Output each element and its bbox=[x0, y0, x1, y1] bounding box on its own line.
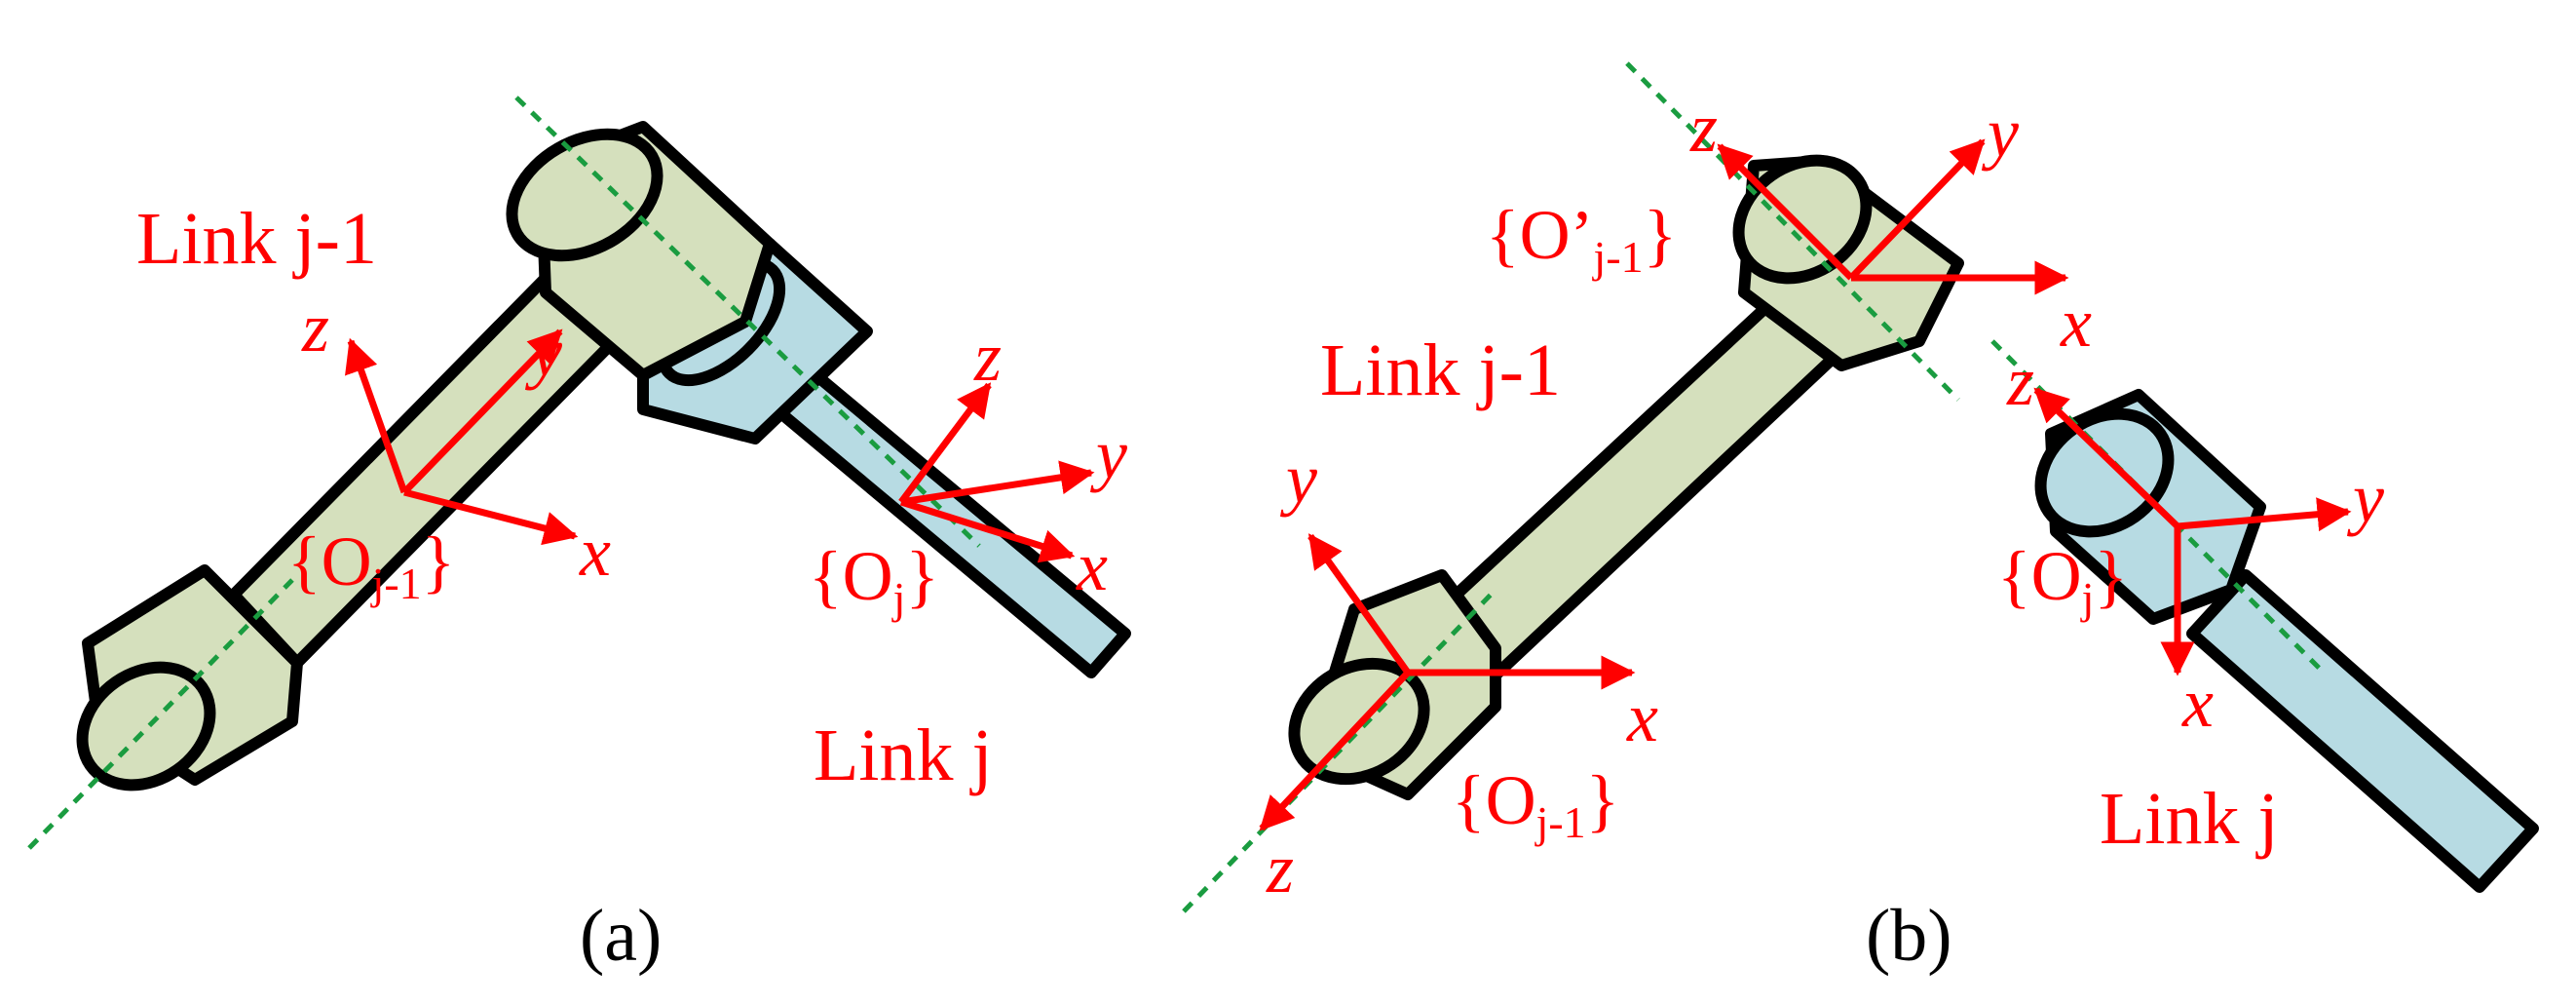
axis-b-prev-z-label: z bbox=[1266, 830, 1294, 907]
axis-a-prev-x bbox=[403, 488, 579, 546]
axis-a-prev-z-label: z bbox=[301, 289, 329, 367]
axis-b-prev-y-label: y bbox=[1279, 440, 1317, 518]
label-b-link-prev: Link j-1 bbox=[1320, 329, 1561, 411]
caption-b: (b) bbox=[1866, 895, 1952, 977]
axis-a-j-y bbox=[900, 460, 1095, 506]
frame-b-prev-label: {Oj-1} bbox=[1452, 761, 1619, 847]
joint-axis-b-prime bbox=[1625, 61, 1960, 402]
axis-b-j-z-label: z bbox=[2006, 342, 2034, 420]
axis-a-prev-y bbox=[401, 328, 563, 495]
axis-b-prime-z-label: z bbox=[1689, 89, 1718, 167]
axis-a-j-z-label: z bbox=[973, 318, 1002, 396]
label-b-link-j: Link j bbox=[2100, 778, 2279, 860]
link-prev-base-face bbox=[76, 661, 216, 792]
frame-b-prime-label: {O’j-1} bbox=[1486, 196, 1677, 282]
axis-a-prev-z bbox=[345, 337, 408, 494]
link-prev-top-face bbox=[506, 128, 663, 262]
axis-b-prime-x-label: x bbox=[2060, 284, 2092, 362]
joint-axis-b-prev bbox=[1182, 588, 1497, 913]
axis-a-j-x-label: x bbox=[1076, 527, 1108, 605]
caption-a: (a) bbox=[580, 895, 662, 977]
link-j-rod-b bbox=[2186, 569, 2539, 893]
joint-axis-b-j bbox=[1990, 339, 2326, 675]
axis-a-j-z bbox=[898, 382, 992, 505]
axis-a-prev-x-label: x bbox=[579, 513, 611, 591]
panel-a: Link j-1 Link j z y x z y x {Oj-1} {Oj} … bbox=[27, 96, 1131, 977]
frame-a-j-label: {Oj} bbox=[809, 537, 939, 623]
axis-b-prev-x-label: x bbox=[1626, 678, 1658, 756]
axis-b-j-x-label: x bbox=[2181, 664, 2214, 742]
label-a-link-j: Link j bbox=[814, 714, 993, 796]
axis-a-prev-y-label: y bbox=[524, 313, 562, 391]
axis-b-prime-y-label: y bbox=[1981, 94, 2019, 172]
axis-b-prime-z bbox=[1717, 143, 1854, 281]
axis-b-j-z bbox=[2033, 387, 2180, 529]
axis-b-prev-z bbox=[1259, 670, 1411, 831]
frame-a-prev-label: {Oj-1} bbox=[287, 522, 455, 608]
axis-b-prev-y bbox=[1307, 533, 1411, 676]
axis-a-j-x bbox=[899, 498, 1076, 563]
axis-a-j-y-label: y bbox=[1089, 415, 1127, 493]
frame-b-j-label: {Oj} bbox=[1997, 537, 2128, 623]
joint-axis-a-main bbox=[514, 96, 981, 548]
axis-b-j-y bbox=[2177, 497, 2352, 532]
panel-b: Link j-1 Link j {O’j-1} {Oj-1} {Oj} z y … bbox=[1182, 61, 2539, 977]
axis-b-j-y-label: y bbox=[2346, 459, 2384, 537]
label-a-link-prev: Link j-1 bbox=[136, 198, 377, 280]
axis-b-prime-y bbox=[1848, 138, 1986, 281]
